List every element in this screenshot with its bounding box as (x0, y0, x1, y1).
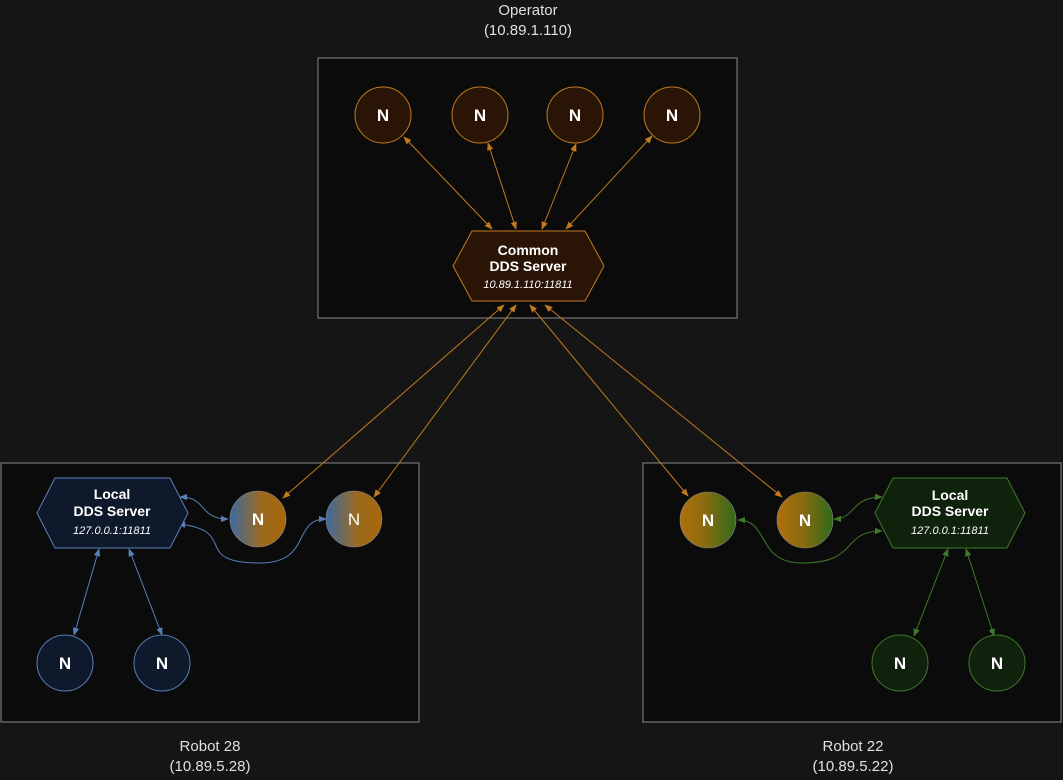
robot28-name: Robot 28 (179, 738, 241, 755)
server-title-line2: DDS Server (911, 503, 989, 519)
edge-r22-srv-bridge1 (737, 516, 883, 564)
robot22-address: (10.89.5.22) (812, 758, 894, 775)
robot28-bridge-node: N (325, 490, 383, 548)
robot22-local-node: N (968, 634, 1026, 692)
operator-edges (282, 135, 783, 499)
robot22-dds-server: Local DDS Server 127.0.0.1:11811 (874, 477, 1026, 549)
robot22-bridge-node: N (679, 491, 737, 549)
node-label: N (474, 106, 486, 125)
edge-r28-srv-bridge2 (177, 515, 327, 564)
server-title-line1: Local (94, 486, 131, 502)
robot28-dds-server: Local DDS Server 127.0.0.1:11811 (36, 477, 189, 549)
edge-op-node2 (487, 142, 517, 230)
edge-op-node1 (403, 136, 493, 230)
node-label: N (991, 654, 1003, 673)
robot22-bridge-node: N (776, 491, 834, 549)
robot28-local-node: N (133, 634, 191, 692)
edge-op-node4 (565, 135, 653, 230)
common-dds-server: Common DDS Server 10.89.1.110:11811 (452, 230, 605, 302)
node-label: N (156, 654, 168, 673)
node-label: N (569, 106, 581, 125)
robot28-local-node: N (36, 634, 94, 692)
server-title-line2: DDS Server (73, 503, 151, 519)
operator-node: N (643, 86, 701, 144)
operator-node: N (354, 86, 412, 144)
edge-r22-srv-local1 (913, 548, 949, 637)
operator-caption: Operator (10.89.1.110) (408, 1, 648, 41)
node-label: N (799, 511, 811, 530)
edge-common-r28b (373, 304, 517, 498)
edge-common-r22b (544, 304, 783, 498)
operator-name: Operator (498, 2, 558, 19)
server-address: 10.89.1.110:11811 (483, 279, 572, 291)
robot22-edges (737, 493, 995, 637)
node-label: N (702, 511, 714, 530)
edge-r28-srv-local2 (128, 548, 163, 636)
server-title-line2: DDS Server (489, 258, 567, 274)
operator-node: N (546, 86, 604, 144)
server-address: 127.0.0.1:11811 (73, 525, 151, 537)
node-label: N (377, 106, 389, 125)
robot22-local-node: N (871, 634, 929, 692)
operator-node: N (451, 86, 509, 144)
node-label: N (59, 654, 71, 673)
server-title-line1: Common (498, 242, 559, 258)
robot28-address: (10.89.5.28) (169, 758, 251, 775)
robot28-bridge-node: N (229, 490, 287, 548)
operator-address: (10.89.1.110) (483, 22, 573, 39)
server-title-line1: Local (932, 487, 969, 503)
node-label: N (252, 510, 264, 529)
robot28-caption: Robot 28 (10.89.5.28) (90, 737, 330, 777)
robot22-name: Robot 22 (822, 738, 884, 755)
node-label: N (894, 654, 906, 673)
robot22-caption: Robot 22 (10.89.5.22) (733, 737, 973, 777)
edge-common-r22a (529, 304, 689, 497)
edge-r28-srv-local1 (72, 548, 101, 636)
node-label: N (348, 510, 360, 529)
node-label: N (666, 106, 678, 125)
operator-nodes: N N N N (354, 86, 701, 144)
edge-r22-srv-local2 (965, 548, 995, 637)
server-address: 127.0.0.1:11811 (911, 525, 989, 537)
robot28-edges (72, 493, 327, 636)
